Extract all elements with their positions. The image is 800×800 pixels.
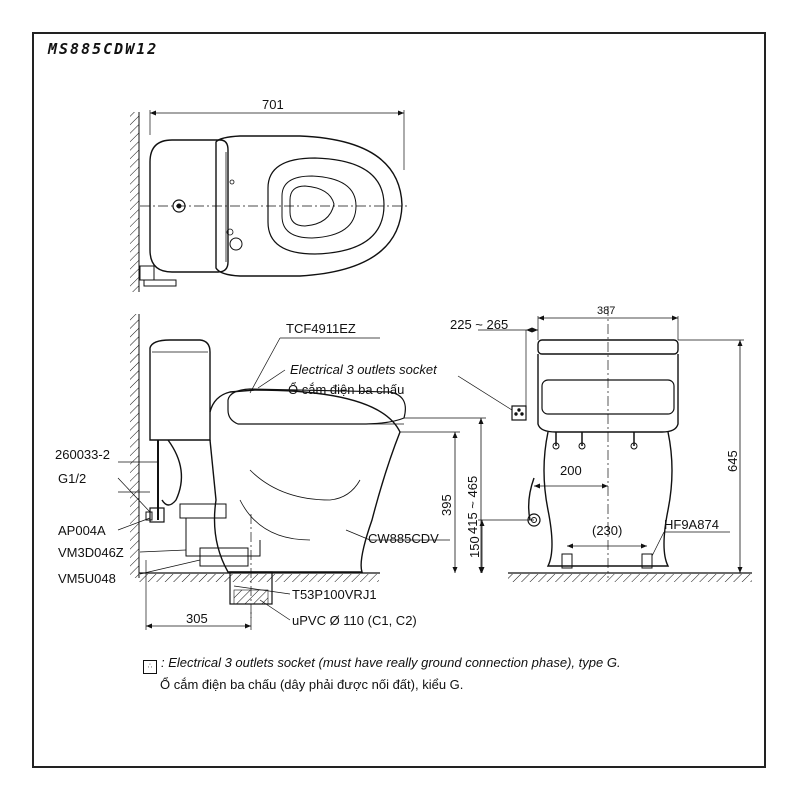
seat-model-label: TCF4911EZ xyxy=(286,321,356,336)
dim-395: 395 xyxy=(439,494,454,516)
hose-part-label: HF9A874 xyxy=(664,517,719,532)
dim-387: 387 xyxy=(597,305,616,317)
wall-hatch-side xyxy=(130,314,139,578)
top-view xyxy=(130,110,410,292)
dim-645: 645 xyxy=(725,450,740,472)
bowl-model-label: CW885CDV xyxy=(368,531,439,546)
part-260033-2: 260033-2 xyxy=(55,447,110,462)
dim-415-465: 415 ~ 465 xyxy=(465,475,480,534)
dim-305: 305 xyxy=(186,611,208,626)
part-ap004a: AP004A xyxy=(58,523,106,538)
drain-part-label: T53P100VRJ1 xyxy=(292,587,377,602)
socket-label-vi: Ổ cắm điện ba chấu xyxy=(288,382,405,397)
legend-line-1: : Electrical 3 outlets socket (must have… xyxy=(161,655,621,670)
front-view xyxy=(457,306,752,582)
side-view xyxy=(117,314,486,630)
pipe-label: uPVC Ø 110 (C1, C2) xyxy=(292,613,417,628)
drawing-frame xyxy=(32,32,766,768)
model-number: MS885CDW12 xyxy=(48,40,159,58)
legend-line-2: Ổ cắm điện ba chấu (dây phải được nối đấ… xyxy=(160,677,464,692)
dim-225-265: 225 ~ 265 xyxy=(450,317,509,332)
dim-230: (230) xyxy=(592,523,623,538)
socket-label-en: Electrical 3 outlets socket xyxy=(290,362,437,377)
part-vm3d046z: VM3D046Z xyxy=(58,545,124,560)
dim-701: 701 xyxy=(262,97,284,112)
part-g1-2: G1/2 xyxy=(58,471,87,486)
legend: ∴ : Electrical 3 outlets socket (must hav… xyxy=(143,652,621,695)
dim-150: 150 xyxy=(467,536,482,558)
wall-hatch-top xyxy=(130,112,139,292)
dim-200: 200 xyxy=(560,463,582,478)
socket-icon: ∴ xyxy=(143,660,157,674)
part-vm5u048: VM5U048 xyxy=(58,571,116,586)
